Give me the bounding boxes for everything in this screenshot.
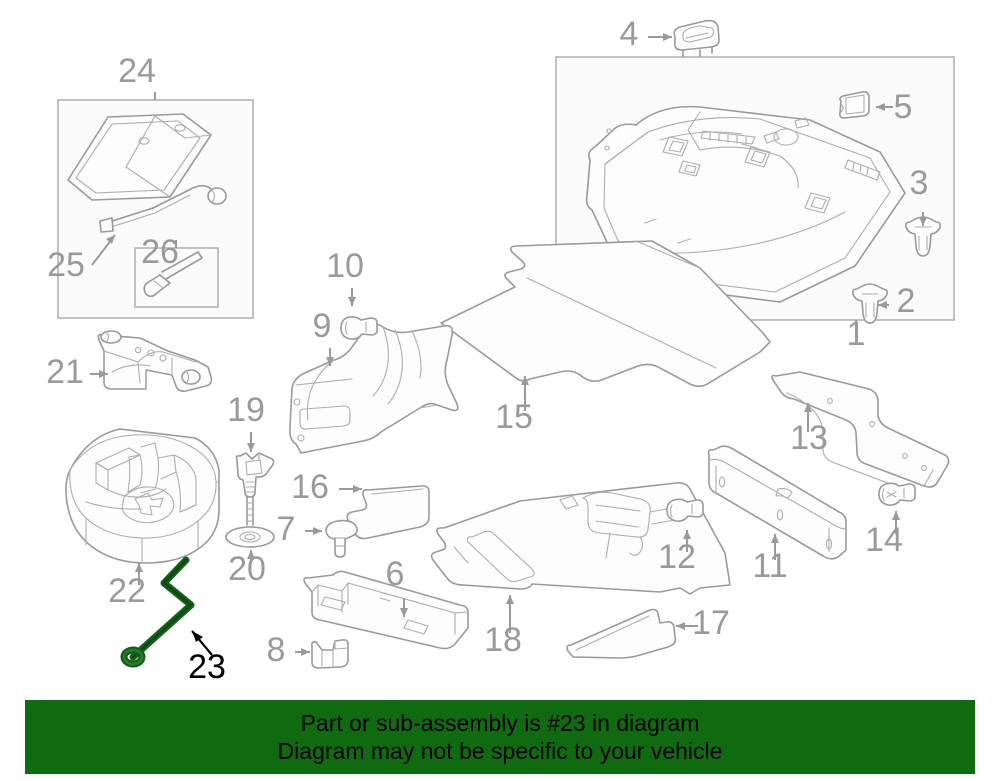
callout-label-14: 14 xyxy=(865,521,903,559)
callout-16-arrowhead xyxy=(353,485,362,493)
callout-label-11: 11 xyxy=(752,547,787,585)
callout-15-arrowhead xyxy=(521,376,529,385)
callout-9-arrowhead xyxy=(326,357,334,366)
callout-label-25: 25 xyxy=(47,246,85,284)
part-6-sill-trim xyxy=(303,570,469,650)
callout-13-arrowhead xyxy=(804,403,812,412)
callout-22-arrowhead xyxy=(135,563,143,572)
callout-label-13: 13 xyxy=(790,419,828,457)
callout-label-4: 4 xyxy=(620,15,639,53)
part-10-clip xyxy=(340,316,378,340)
callout-11-arrowhead xyxy=(771,534,779,543)
callout-label-18: 18 xyxy=(484,621,522,659)
callout-21-arrowhead xyxy=(99,370,108,378)
exploded-parts-diagram: 1234567891011121314151617181920212223242… xyxy=(46,15,955,686)
group-24-tool-kit xyxy=(57,92,254,319)
part-17-side-floor-cover xyxy=(566,608,677,659)
part-2-clip xyxy=(852,283,888,324)
part-11-sill-plate xyxy=(707,445,847,560)
callout-label-7: 7 xyxy=(277,510,296,548)
callout-20-arrowhead xyxy=(247,550,255,559)
callout-number-labels: 1234567891011121314151617181920212223242… xyxy=(46,15,928,686)
callout-label-23: 23 xyxy=(188,648,226,686)
part-19-hold-down-bolt xyxy=(235,452,275,526)
part-20-washer xyxy=(225,526,275,548)
part-21-jack xyxy=(97,330,213,392)
callout-label-3: 3 xyxy=(910,164,929,202)
part-18-floor-board xyxy=(430,482,731,595)
tool-tray-drawing xyxy=(67,113,212,201)
part-16-floor-cover xyxy=(346,485,430,540)
callout-label-21: 21 xyxy=(46,353,84,391)
part-5-cover-cap xyxy=(839,91,870,119)
callout-label-19: 19 xyxy=(227,391,265,429)
callout-label-10: 10 xyxy=(326,247,364,285)
callout-label-22: 22 xyxy=(108,572,146,610)
callout-label-9: 9 xyxy=(313,307,332,345)
part-12-clip xyxy=(666,498,704,522)
callout-4-arrowhead xyxy=(663,33,672,41)
part-15-floor-mat xyxy=(440,240,771,388)
callout-18-arrowhead xyxy=(506,595,514,604)
callout-14-arrowhead xyxy=(892,511,900,520)
callout-label-17: 17 xyxy=(692,604,730,642)
callout-17-arrowhead xyxy=(676,622,685,630)
part-8-end-cap xyxy=(311,639,349,669)
callout-3-arrowhead xyxy=(919,217,927,226)
callout-25-arrowhead xyxy=(106,235,115,244)
callout-label-20: 20 xyxy=(228,550,266,588)
callout-label-26: 26 xyxy=(141,233,179,271)
callout-label-15: 15 xyxy=(495,398,533,436)
callout-label-5: 5 xyxy=(894,88,913,126)
callout-label-24: 24 xyxy=(118,52,156,90)
footer-banner: Part or sub-assembly is #23 in diagram D… xyxy=(25,700,975,774)
part-14-clip xyxy=(878,482,916,506)
callout-8-arrowhead xyxy=(301,648,310,656)
part-22-tire-tray xyxy=(65,428,220,564)
callout-label-16: 16 xyxy=(291,468,329,506)
part-7-retainer-knob xyxy=(325,519,358,558)
screwdriver-box xyxy=(134,240,219,308)
towing-hook-drawing xyxy=(99,184,227,233)
callout-leaders xyxy=(90,33,927,656)
footer-line-2: Diagram may not be specific to your vehi… xyxy=(277,738,723,764)
part-23-wheel-wrench xyxy=(120,556,195,668)
callout-label-6: 6 xyxy=(386,555,405,593)
callout-label-12: 12 xyxy=(658,538,696,576)
callout-label-8: 8 xyxy=(267,631,286,669)
footer-line-1: Part or sub-assembly is #23 in diagram xyxy=(300,710,700,736)
callout-7-arrowhead xyxy=(313,527,322,535)
callout-12-arrowhead xyxy=(683,530,691,539)
callout-5-arrowhead xyxy=(876,103,885,111)
callout-label-2: 2 xyxy=(897,282,916,320)
callout-label-1: 1 xyxy=(847,315,866,353)
part-9-quarter-trim xyxy=(289,323,459,454)
callout-2-arrowhead xyxy=(878,301,887,309)
callout-23-arrowhead xyxy=(192,631,203,642)
callout-19-arrowhead xyxy=(247,443,255,452)
part-13-trim-moulding xyxy=(771,371,950,488)
part-4-belt-guide xyxy=(673,19,720,57)
callout-10-arrowhead xyxy=(348,297,356,306)
callout-6-arrowhead xyxy=(400,608,408,617)
